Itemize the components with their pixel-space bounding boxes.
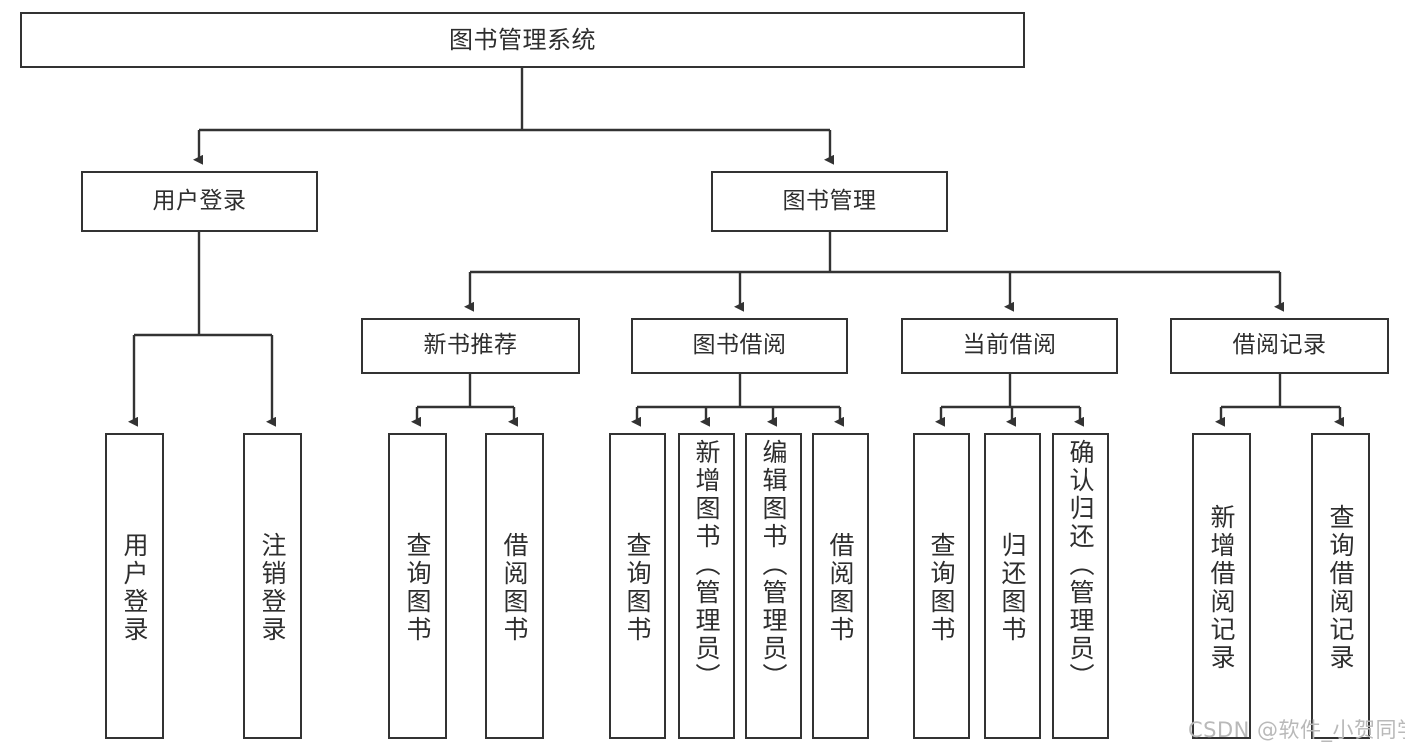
leaf-query-book-recommend[interactable]: 查询图书: [388, 433, 447, 739]
leaf-user-login-label: 用户登录: [120, 532, 149, 644]
leaf-query-book-recommend-label: 查询图书: [403, 532, 432, 644]
leaf-query-book-current[interactable]: 查询图书: [913, 433, 970, 739]
leaf-user-login[interactable]: 用户登录: [105, 433, 164, 739]
node-new-book-recommend[interactable]: 新书推荐: [361, 318, 580, 374]
leaf-borrow-book[interactable]: 借阅图书: [812, 433, 869, 739]
node-user-login-label: 用户登录: [152, 187, 247, 214]
node-user-login[interactable]: 用户登录: [81, 171, 318, 232]
leaf-add-book-admin[interactable]: 新增图书（管理员）: [678, 433, 735, 739]
node-book-borrow[interactable]: 图书借阅: [631, 318, 848, 374]
leaf-borrow-book-recommend[interactable]: 借阅图书: [485, 433, 544, 739]
leaf-logout-label: 注销登录: [258, 532, 287, 644]
leaf-confirm-return-admin-label: 确认归还（管理员）: [1066, 439, 1095, 691]
node-root-label: 图书管理系统: [449, 25, 596, 54]
node-book-borrow-label: 图书借阅: [692, 332, 787, 359]
leaf-return-book[interactable]: 归还图书: [984, 433, 1041, 739]
leaf-borrow-book-recommend-label: 借阅图书: [500, 532, 529, 644]
leaf-query-book-current-label: 查询图书: [927, 532, 956, 644]
leaf-borrow-book-label: 借阅图书: [826, 532, 855, 644]
node-borrow-record[interactable]: 借阅记录: [1170, 318, 1389, 374]
node-borrow-record-label: 借阅记录: [1232, 332, 1327, 359]
leaf-return-book-label: 归还图书: [998, 532, 1027, 644]
leaf-edit-book-admin-label: 编辑图书（管理员）: [759, 439, 788, 691]
leaf-query-borrow-record[interactable]: 查询借阅记录: [1311, 433, 1370, 739]
leaf-query-book-borrow[interactable]: 查询图书: [609, 433, 666, 739]
node-current-borrow[interactable]: 当前借阅: [901, 318, 1118, 374]
leaf-add-book-admin-label: 新增图书（管理员）: [692, 439, 721, 691]
csdn-watermark: CSDN @软件_小贺同学: [1188, 718, 1405, 742]
leaf-confirm-return-admin[interactable]: 确认归还（管理员）: [1052, 433, 1109, 739]
leaf-query-book-borrow-label: 查询图书: [623, 532, 652, 644]
leaf-add-borrow-record[interactable]: 新增借阅记录: [1192, 433, 1251, 739]
node-new-book-recommend-label: 新书推荐: [423, 332, 518, 359]
node-book-management-label: 图书管理: [782, 187, 877, 214]
node-root[interactable]: 图书管理系统: [20, 12, 1025, 68]
leaf-query-borrow-record-label: 查询借阅记录: [1326, 504, 1355, 672]
leaf-logout[interactable]: 注销登录: [243, 433, 302, 739]
leaf-edit-book-admin[interactable]: 编辑图书（管理员）: [745, 433, 802, 739]
node-book-management[interactable]: 图书管理: [711, 171, 948, 232]
leaf-add-borrow-record-label: 新增借阅记录: [1207, 504, 1236, 672]
node-current-borrow-label: 当前借阅: [962, 332, 1057, 359]
